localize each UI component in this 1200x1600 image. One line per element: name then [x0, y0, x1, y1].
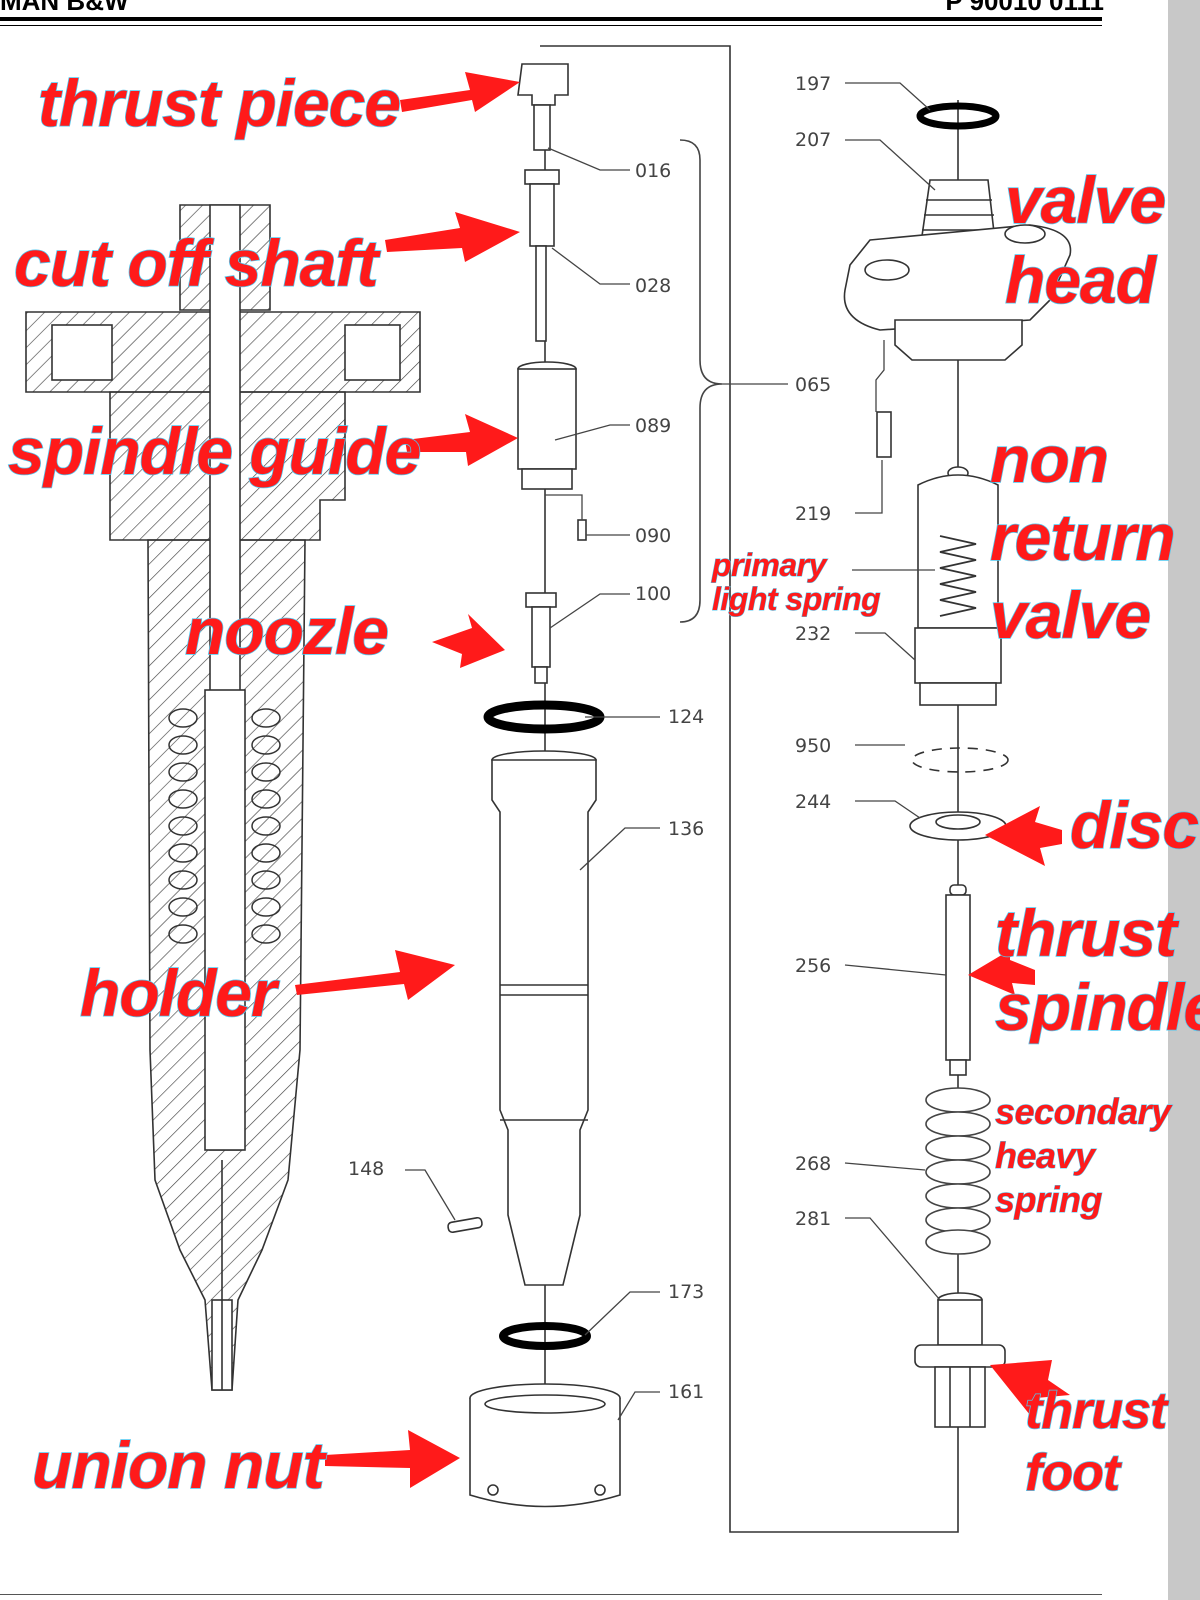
leader-lines	[405, 82, 947, 1421]
label-cut-off-shaft: cut off shaft	[13, 226, 379, 300]
label-noozle: noozle	[184, 594, 390, 668]
arrow-union-nut	[325, 1430, 460, 1488]
part-number: 256	[795, 955, 831, 977]
label-thrust-spindle: thrust spindle	[994, 895, 1200, 1045]
page-edge-strip	[1168, 0, 1200, 1600]
part-number: 197	[795, 73, 831, 95]
part-number: 207	[795, 129, 831, 151]
part-number: 950	[795, 735, 831, 757]
part-number: 161	[668, 1381, 704, 1403]
label-valve-head: valve head	[1004, 162, 1167, 318]
part-number: 232	[795, 623, 831, 645]
arrow-noozle	[432, 614, 505, 668]
header-brand: MAN B&W	[0, 0, 129, 16]
arrow-thrust-piece	[400, 72, 520, 112]
part-number: 244	[795, 791, 831, 813]
header-rule-thin	[0, 25, 1102, 26]
arrow-spindle-guide	[405, 414, 518, 466]
part-number: 173	[668, 1281, 704, 1303]
exploded-drawing: 016 028 065 089 090 100 124 136 148 173 …	[25, 45, 1072, 1533]
arrow-thrust-foot	[990, 1360, 1070, 1415]
part-number: 124	[668, 706, 704, 728]
injector-section-view	[25, 204, 421, 1391]
part-number: 089	[635, 415, 671, 437]
header-rule-thick	[0, 17, 1102, 21]
label-thrust-piece: thrust piece	[37, 66, 402, 140]
right-parts	[843, 102, 1072, 1428]
part-number: 100	[635, 583, 671, 605]
primary-spring	[939, 535, 977, 617]
arrow-thrust-spindle	[968, 950, 1035, 995]
header-doc-number: P 90010 0111	[945, 0, 1104, 16]
part-number: 090	[635, 525, 671, 547]
callout-arrows	[295, 72, 1070, 1488]
label-union-nut: union nut	[31, 1428, 325, 1502]
arrow-disc	[985, 806, 1062, 866]
part-number: 136	[668, 818, 704, 840]
part-number-labels: 016 028 065 089 090 100 124 136 148 173 …	[348, 73, 831, 1403]
label-thrust-foot: thrust foot	[1024, 1381, 1168, 1503]
arrow-holder	[295, 950, 455, 1000]
arrow-cut-off-shaft	[385, 212, 520, 262]
part-number: 148	[348, 1158, 384, 1180]
label-holder: holder	[79, 956, 277, 1030]
label-disc: disc	[1069, 788, 1200, 862]
part-number: 281	[795, 1208, 831, 1230]
footer-rule	[0, 1594, 1102, 1595]
part-number: 028	[635, 275, 671, 297]
part-number: 016	[635, 160, 671, 182]
part-number: 065	[795, 374, 831, 396]
label-spindle-guide: spindle guide	[7, 414, 422, 488]
part-number: 268	[795, 1153, 831, 1175]
center-parts	[447, 63, 621, 1508]
part-number: 219	[795, 503, 831, 525]
label-primary-light-spring: primary light spring	[711, 547, 881, 617]
label-non-return-valve: non return valve	[989, 421, 1176, 653]
label-secondary-heavy-spring: secondary heavy spring	[995, 1091, 1172, 1221]
